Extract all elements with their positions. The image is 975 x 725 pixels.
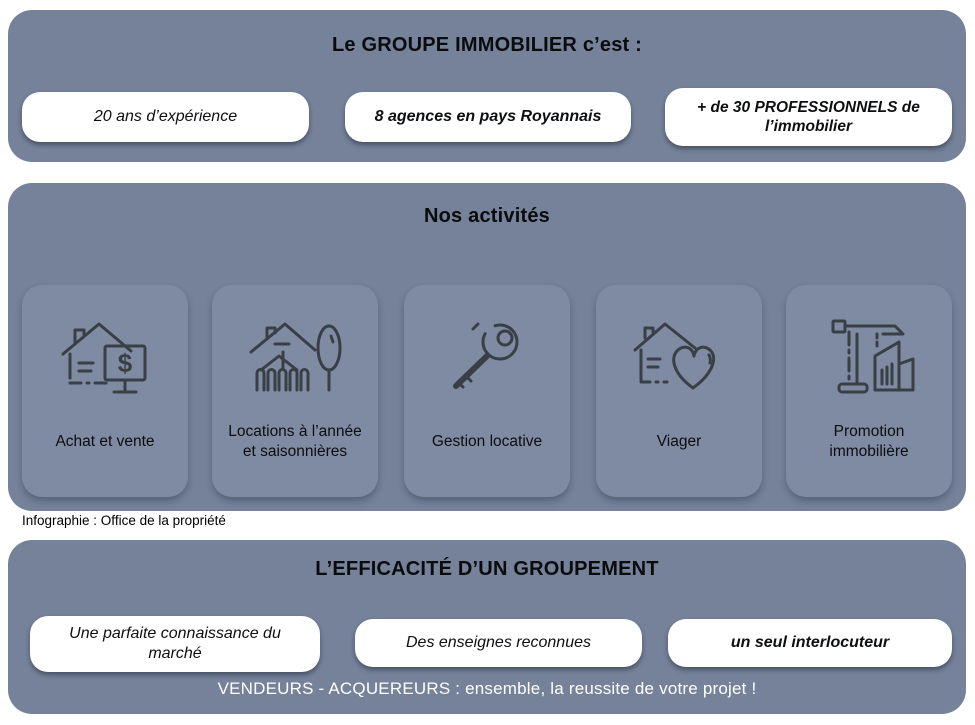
- svg-text:$: $: [118, 348, 133, 378]
- professionnels-pill: + de 30 PROFESSIONNELS de l’immobilier: [665, 88, 952, 146]
- activities-panel-title: Nos activités: [424, 205, 550, 227]
- experience-pill: 20 ans d’expérience: [22, 92, 309, 142]
- activity-label: Viager: [656, 433, 702, 451]
- activity-card-viager: Viager: [596, 285, 762, 497]
- groupe-panel-title: Le GROUPE IMMOBILIER c’est :: [331, 34, 643, 56]
- groupe-panel: Le GROUPE IMMOBILIER c’est : 20 ans d’ex…: [8, 10, 966, 162]
- activity-label: Locations à l’année et saisonnières: [228, 423, 362, 460]
- interlocuteur-pill: un seul interlocuteur: [668, 619, 952, 667]
- house-heart-icon: [629, 305, 729, 411]
- footer-tagline: VENDEURS - ACQUEREURS : ensemble, la reu…: [217, 679, 757, 698]
- source-caption: Infographie : Office de la propriété: [22, 513, 226, 528]
- house-dollar-icon: $: [55, 305, 155, 411]
- activity-label: Achat et vente: [55, 433, 155, 451]
- efficiency-panel: L’EFFICACITÉ D’UN GROUPEMENT Une parfait…: [8, 540, 966, 714]
- enseignes-pill: Des enseignes reconnues: [355, 619, 642, 667]
- key-icon: [437, 305, 537, 411]
- activities-panel: Nos activités $ Achat et vente: [8, 183, 966, 511]
- activity-card-locations: Locations à l’année et saisonnières: [212, 285, 378, 497]
- crane-icon: [819, 305, 919, 411]
- activity-label: Promotion immobilière: [829, 423, 909, 460]
- activity-card-promotion: Promotion immobilière: [786, 285, 952, 497]
- connaissance-pill-label: Une parfaite connaissance du marché: [69, 625, 281, 662]
- professionnels-pill-label: + de 30 PROFESSIONNELS de l’immobilier: [697, 98, 920, 135]
- activity-card-gestion: Gestion locative: [404, 285, 570, 497]
- enseignes-pill-label: Des enseignes reconnues: [405, 634, 591, 651]
- experience-pill-label: 20 ans d’expérience: [93, 108, 238, 125]
- interlocuteur-pill-label: un seul interlocuteur: [730, 634, 890, 651]
- efficiency-panel-title: L’EFFICACITÉ D’UN GROUPEMENT: [315, 558, 659, 580]
- activity-label: Gestion locative: [431, 433, 543, 451]
- agences-pill-label: 8 agences en pays Royannais: [374, 108, 602, 125]
- activity-card-achat-vente: $ Achat et vente: [22, 285, 188, 497]
- connaissance-pill: Une parfaite connaissance du marché: [30, 616, 320, 672]
- house-garden-icon: [245, 305, 345, 411]
- agences-pill: 8 agences en pays Royannais: [345, 92, 631, 142]
